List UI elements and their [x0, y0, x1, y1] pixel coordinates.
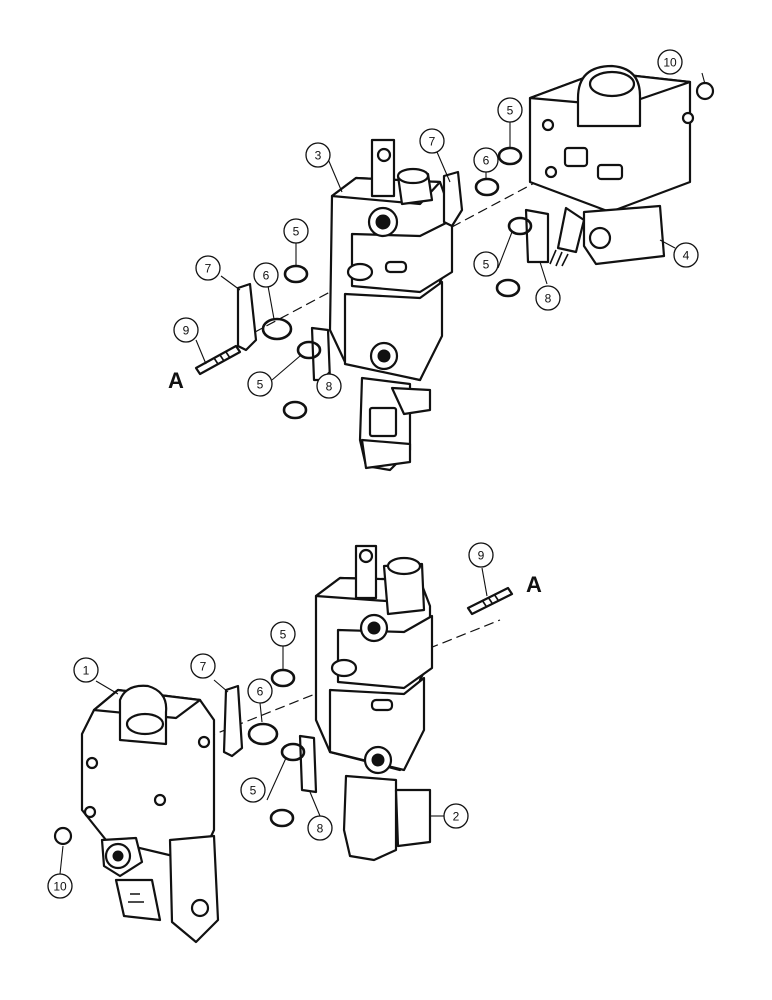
valve-section-part-3	[328, 138, 454, 472]
callout-10-top: 10	[657, 49, 683, 75]
o-ring-part-5-top-left-low	[282, 400, 308, 420]
callout-1-label: 1	[83, 664, 90, 678]
callout-8-bottom: 8	[307, 815, 333, 841]
stud-part-9-bottom	[466, 586, 514, 616]
callout-5-top-left: 5	[247, 371, 273, 397]
spacer-part-8-top-left	[310, 326, 332, 382]
callout-5-top-left-label: 5	[257, 378, 264, 392]
callout-5-bottom-top-label: 5	[280, 628, 287, 642]
reference-letter-a-bottom: A	[526, 572, 542, 597]
callout-4-label: 4	[683, 249, 690, 263]
callout-6-top-right: 6	[473, 147, 499, 173]
stud-part-9-top	[194, 344, 242, 376]
callout-9-top-label: 9	[183, 324, 190, 338]
callout-5-top-mid: 5	[283, 218, 309, 244]
callout-7-bottom: 7	[190, 653, 216, 679]
callout-7-top-left: 7	[195, 255, 221, 281]
o-ring-part-5-top-left	[296, 340, 322, 360]
callout-3-label: 3	[315, 149, 322, 163]
callout-7-top-mid-label: 7	[429, 135, 436, 149]
end-cover-part-4	[528, 64, 695, 267]
callout-7-top-mid: 7	[419, 128, 445, 154]
callout-8-top-left-label: 8	[326, 380, 333, 394]
o-ring-part-5-top-right-low	[495, 278, 521, 298]
callout-5-top-mid-label: 5	[293, 225, 300, 239]
callout-5-top-right: 5	[497, 97, 523, 123]
callout-9-bottom: 9	[468, 542, 494, 568]
callout-1: 1	[73, 657, 99, 683]
callout-6-top-left-label: 6	[263, 269, 270, 283]
callout-4: 4	[673, 242, 699, 268]
callout-8-top-left: 8	[316, 373, 342, 399]
o-ring-part-5-top-right-mid	[507, 216, 533, 236]
callout-7-top-left-label: 7	[205, 262, 212, 276]
callout-3: 3	[305, 142, 331, 168]
spacer-part-8-bottom	[298, 734, 318, 794]
callout-5-top-right-lower: 5	[473, 251, 499, 277]
callout-8-top-right-label: 8	[545, 292, 552, 306]
callout-10-top-label: 10	[663, 56, 677, 70]
o-ring-part-6-top-left	[261, 317, 293, 341]
o-ring-part-5-bottom-mid	[280, 742, 306, 762]
callout-5-bottom-top: 5	[270, 621, 296, 647]
callout-6-top-left: 6	[253, 262, 279, 288]
o-ring-part-5-top-mid	[283, 264, 309, 284]
callout-5-bottom-low: 5	[240, 777, 266, 803]
callout-9-bottom-label: 9	[478, 549, 485, 563]
gasket-part-7-bottom	[222, 684, 244, 758]
leader-lines	[59, 72, 706, 875]
inlet-cover-part-1	[80, 684, 220, 944]
callout-2: 2	[443, 803, 469, 829]
callout-8-top-right: 8	[535, 285, 561, 311]
gasket-part-7-top-left	[236, 282, 258, 352]
gasket-part-7-top-mid	[442, 170, 464, 228]
callout-2-label: 2	[453, 810, 460, 824]
callout-6-top-right-label: 6	[483, 154, 490, 168]
nut-part-10-top	[695, 81, 715, 101]
callout-7-bottom-label: 7	[200, 660, 207, 674]
callout-8-bottom-label: 8	[317, 822, 324, 836]
callout-5-top-right-label: 5	[507, 104, 514, 118]
o-ring-part-5-top-right	[497, 146, 523, 166]
callout-5-bottom-low-label: 5	[250, 784, 257, 798]
o-ring-part-5-bottom-top	[270, 668, 296, 688]
callout-9-top: 9	[173, 317, 199, 343]
reference-letter-a-top: A	[168, 368, 184, 393]
callout-10-bottom: 10	[47, 873, 73, 899]
o-ring-part-6-bottom	[247, 722, 279, 746]
spacer-part-8-top-right	[524, 208, 550, 264]
valve-section-part-2	[314, 544, 434, 862]
callout-10-bottom-label: 10	[53, 880, 67, 894]
callout-6-bottom-label: 6	[257, 685, 264, 699]
callout-6-bottom: 6	[247, 678, 273, 704]
callout-5-top-right-lower-label: 5	[483, 258, 490, 272]
nut-part-10-bottom	[53, 826, 73, 846]
o-ring-part-6-top-right	[474, 177, 500, 197]
o-ring-part-5-bottom-low	[269, 808, 295, 828]
